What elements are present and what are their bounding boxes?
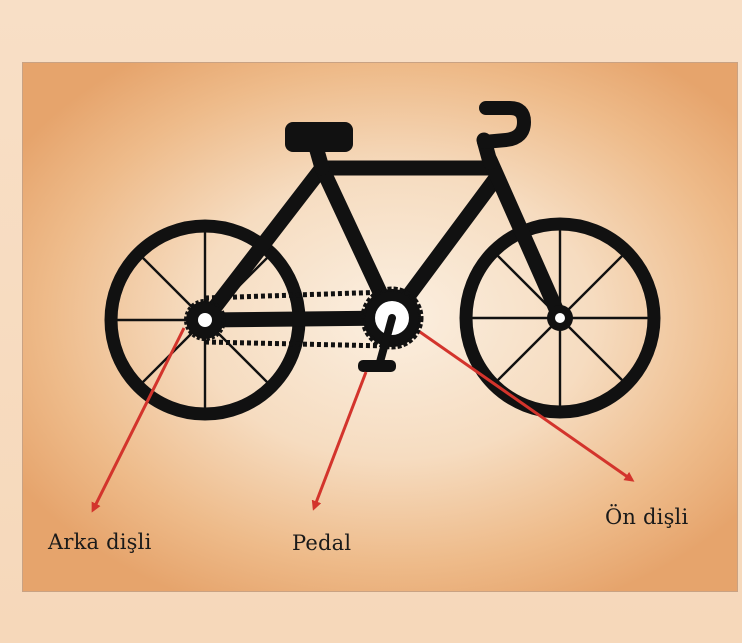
saddle [285,122,353,152]
pedal-label: Pedal [292,531,351,555]
pedal-arrow [314,372,366,508]
front-gear [363,289,421,362]
handlebar [484,108,524,142]
rear-gear-label: Arka dişli [48,530,152,554]
rear-gear-arrow [93,328,184,510]
rear-gear [186,301,224,339]
front-hub [547,305,573,331]
front-gear-label: Ön dişli [605,505,688,529]
pedal [358,360,396,372]
